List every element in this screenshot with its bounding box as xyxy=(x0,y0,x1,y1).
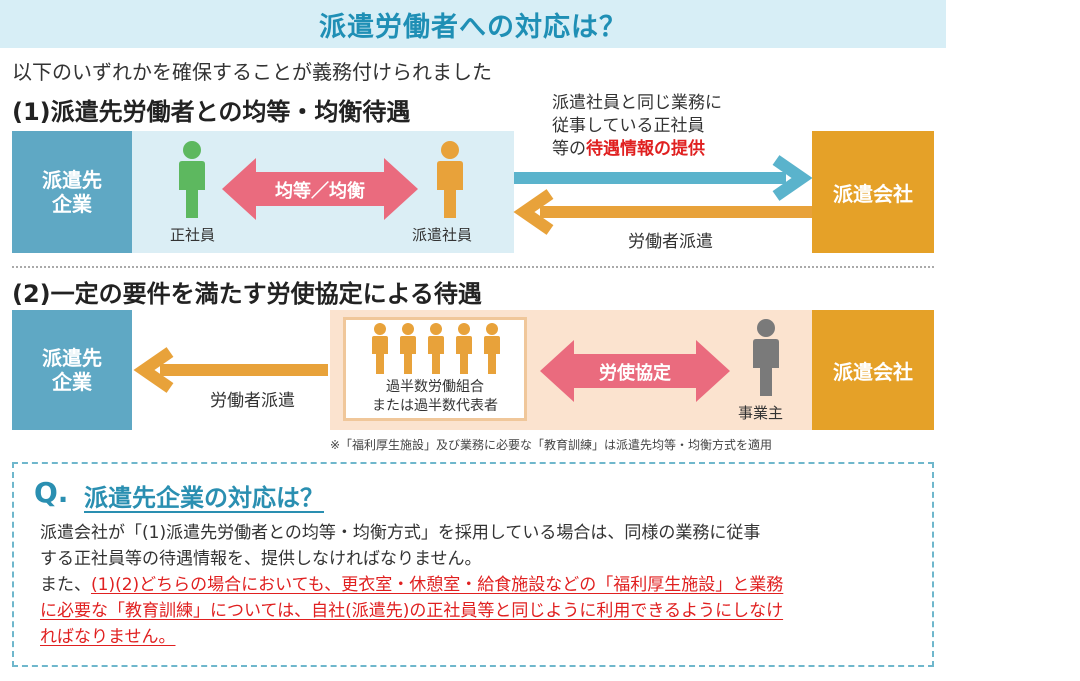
client-label-line1: 派遣先 xyxy=(42,168,102,192)
union-representative-label: 過半数労働組合 または過半数代表者 xyxy=(346,378,524,416)
qa-paragraph2-prefix: また、 xyxy=(40,575,91,595)
labor-agreement-double-arrow xyxy=(540,340,730,402)
person-icon-gray xyxy=(753,319,779,396)
agency-box-1: 派遣会社 xyxy=(812,131,934,253)
info-note-line2: 従事している正社員 xyxy=(552,115,705,136)
employer-label: 事業主 xyxy=(738,404,784,422)
title-banner: 派遣労働者への対応は？ xyxy=(0,0,946,48)
qa-box xyxy=(12,462,934,667)
qa-paragraph2-line1: また、(1)(2)どちらの場合においても、更衣室・休憩室・給食施設などの「福利厚… xyxy=(40,572,783,598)
person-group-icon xyxy=(372,323,500,374)
section2-footnote: ※「福利厚生施設」及び業務に必要な「教育訓練」は派遣先均等・均衡方式を適用 xyxy=(330,438,773,452)
q-letter: Q. xyxy=(34,476,69,509)
info-note-prefix: 等の xyxy=(552,138,586,159)
labor-agreement-label: 労使協定 xyxy=(599,363,671,384)
qa-paragraph1-line1: 派遣会社が「(1)派遣先労働者との均等・均衡方式」を採用している場合は、同様の業… xyxy=(40,523,761,543)
page-title: 派遣労働者への対応は？ xyxy=(319,11,627,43)
union-label-line2: または過半数代表者 xyxy=(372,398,498,414)
dispatch-label-1: 労働者派遣 xyxy=(628,232,713,252)
qa-paragraph2-line3: ればなりません。 xyxy=(40,627,176,647)
agency-box-2: 派遣会社 xyxy=(812,310,934,430)
section-divider xyxy=(12,266,934,268)
qa-paragraph2-red1: (1)(2)どちらの場合においても、更衣室・休憩室・給食施設などの「福利厚生施設… xyxy=(91,575,784,595)
dispatched-employee-label: 派遣社員 xyxy=(412,226,473,244)
info-provision-note: 派遣社員と同じ業務に 従事している正社員 等の待遇情報の提供 xyxy=(552,92,722,161)
dispatch-arrow-1 xyxy=(513,189,812,235)
regular-employee-label: 正社員 xyxy=(170,226,216,244)
client-company-box-2: 派遣先企業 xyxy=(12,310,132,430)
equal-treatment-label: 均等／均衡 xyxy=(275,181,365,202)
dispatch-arrow-2 xyxy=(133,347,328,393)
info-provision-arrow xyxy=(514,155,813,201)
client-label-line2: 企業 xyxy=(52,192,92,216)
q-title: 派遣先企業の対応は？ xyxy=(84,484,324,512)
person-icon-green xyxy=(179,141,205,218)
intro-text: 以下のいずれかを確保することが義務付けられました xyxy=(12,60,492,84)
client2-label-line2: 企業 xyxy=(52,370,92,394)
union-label-line1: 過半数労働組合 xyxy=(386,379,484,395)
person-icon-orange xyxy=(437,141,463,218)
qa-paragraph1-line2: する正社員等の待遇情報を、提供しなければなりません。 xyxy=(40,549,482,569)
info-note-red: 待遇情報の提供 xyxy=(586,138,705,159)
qa-paragraph2-line2: に必要な「教育訓練」については、自社(派遣先)の正社員等と同じように利用できるよ… xyxy=(40,601,784,621)
dispatch-label-2: 労働者派遣 xyxy=(210,391,295,411)
info-note-line1: 派遣社員と同じ業務に xyxy=(552,93,722,113)
info-note-line3: 等の待遇情報の提供 xyxy=(552,138,722,161)
client-company-box-1: 派遣先企業 xyxy=(12,131,132,253)
client2-label-line1: 派遣先 xyxy=(42,346,102,370)
equal-treatment-double-arrow xyxy=(222,158,418,220)
section1-heading: (1)派遣先労働者との均等・均衡待遇 xyxy=(12,98,411,126)
section2-heading: (2)一定の要件を満たす労使協定による待遇 xyxy=(12,280,482,308)
